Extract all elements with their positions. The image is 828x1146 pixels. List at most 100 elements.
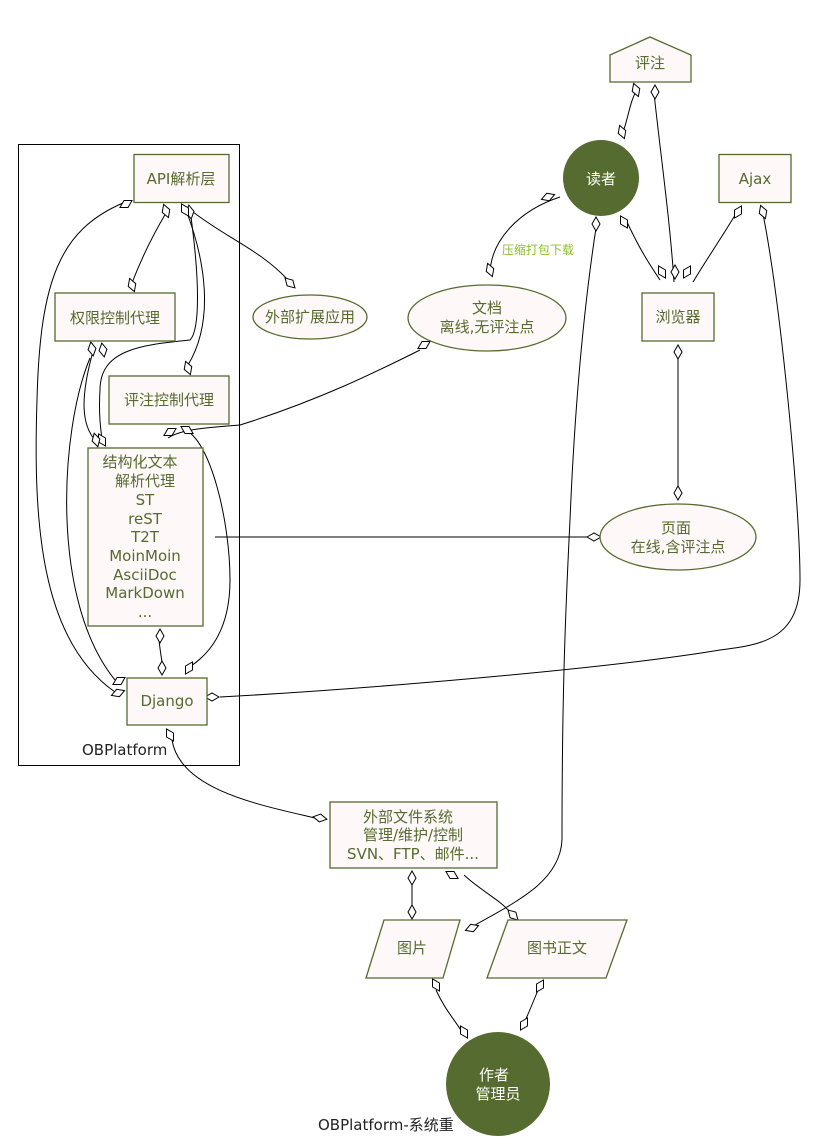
aggregation-diamond-icon <box>617 124 627 140</box>
node-book-label: 图书正文 <box>527 939 587 957</box>
aggregation-diamond-icon <box>407 869 417 887</box>
edge-api-parser <box>98 209 198 441</box>
aggregation-diamond-icon <box>87 341 97 357</box>
edge-comment-django <box>184 429 231 669</box>
node-ext-app[interactable]: 外部扩展应用 <box>252 294 368 340</box>
aggregation-diamond-icon <box>464 923 480 933</box>
edge-reader-image <box>474 227 597 926</box>
node-page-label-1: 页面 <box>661 519 691 537</box>
node-browser[interactable]: 浏览器 <box>641 292 715 342</box>
node-ajax[interactable]: Ajax <box>718 153 792 204</box>
aggregation-diamond-icon <box>535 979 545 993</box>
node-browser-label: 浏览器 <box>655 308 700 326</box>
node-image[interactable]: 图片 <box>365 919 461 979</box>
aggregation-diamond-icon <box>110 688 126 698</box>
aggregation-diamond-icon <box>163 427 177 437</box>
aggregation-diamond-icon <box>112 676 126 686</box>
edge-reader-comment <box>621 89 638 136</box>
aggregation-diamond-icon <box>284 277 296 289</box>
node-author-label-2: 管理员 <box>475 1085 520 1103</box>
aggregation-diamond-icon <box>91 432 101 448</box>
aggregation-diamond-icon <box>157 659 167 677</box>
edge-perm-django <box>66 357 116 681</box>
node-comment-proxy[interactable]: 评注控制代理 <box>108 375 230 425</box>
aggregation-diamond-icon <box>619 215 629 229</box>
edge-api-extapp <box>192 211 289 281</box>
node-author-label-1: 作者 <box>479 1066 509 1084</box>
container-label: OBPlatform <box>82 741 167 759</box>
node-comment[interactable]: 评注 <box>609 36 692 83</box>
aggregation-diamond-icon <box>673 343 683 361</box>
node-ext-app-label: 外部扩展应用 <box>265 308 355 326</box>
aggregation-diamond-icon <box>445 870 459 880</box>
edge-api-django <box>35 202 124 693</box>
node-author[interactable]: 作者 管理员 <box>446 1032 550 1136</box>
edge-label-download: 压缩打包下载 <box>502 242 574 257</box>
node-comment-label: 评注 <box>635 54 665 72</box>
node-parser[interactable]: 结构化文本 解析代理 ST reST T2T MoinMoin AsciiDoc… <box>87 447 204 627</box>
aggregation-diamond-icon <box>180 425 194 435</box>
node-doc[interactable]: 文档 离线,无评注点 <box>407 284 567 352</box>
aggregation-diamond-icon <box>183 360 193 376</box>
aggregation-diamond-icon <box>485 262 495 278</box>
diagram-caption: OBPlatform-系统重 <box>318 1116 454 1134</box>
node-extfs-label-1: 外部文件系统 <box>363 808 453 826</box>
node-reader[interactable]: 读者 <box>563 140 639 216</box>
aggregation-diamond-icon <box>540 192 556 202</box>
node-api[interactable]: API解析层 <box>133 153 230 204</box>
edges <box>35 89 801 1033</box>
aggregation-diamond-icon <box>682 265 692 279</box>
edge-ajax-django <box>219 213 801 698</box>
edge-django-extfs <box>171 739 316 819</box>
node-book[interactable]: 图书正文 <box>486 919 628 979</box>
parser-line: reST <box>128 510 163 528</box>
aggregation-diamond-icon <box>119 199 133 209</box>
node-ajax-label: Ajax <box>739 170 772 188</box>
node-page-label-2: 在线,含评注点 <box>631 538 726 556</box>
aggregation-diamond-icon <box>165 728 175 742</box>
diamond-markers <box>87 82 768 1039</box>
node-api-label: API解析层 <box>147 170 216 188</box>
parser-line: 解析代理 <box>115 472 175 490</box>
aggregation-diamond-icon <box>407 903 417 921</box>
edge-reader-browser <box>626 221 661 281</box>
node-extfs-label-3: SVN、FTP、邮件... <box>347 845 479 863</box>
edge-perm-parser <box>83 354 96 441</box>
aggregation-diamond-icon <box>733 205 743 219</box>
node-doc-label-2: 离线,无评注点 <box>440 318 535 336</box>
node-django[interactable]: Django <box>126 677 208 726</box>
edge-api-comment-proxy <box>185 209 205 366</box>
aggregation-diamond-icon <box>519 1017 529 1031</box>
aggregation-diamond-icon <box>155 627 165 645</box>
parser-line: T2T <box>130 528 160 546</box>
aggregation-diamond-icon <box>312 813 328 823</box>
node-image-label: 图片 <box>397 939 427 957</box>
aggregation-diamond-icon <box>585 532 603 542</box>
aggregation-diamond-icon <box>631 82 641 98</box>
aggregation-diamond-icon <box>431 978 441 992</box>
node-comment-proxy-label: 评注控制代理 <box>124 391 214 409</box>
aggregation-diamond-icon <box>673 484 683 502</box>
parser-line: 结构化文本 <box>102 453 177 471</box>
edge-reader-doc <box>489 196 561 276</box>
aggregation-diamond-icon <box>459 1025 469 1039</box>
parser-line: AsciiDoc <box>113 566 177 584</box>
parser-line: ... <box>138 603 152 621</box>
aggregation-diamond-icon <box>127 277 137 293</box>
node-extfs-label-2: 管理/维护/控制 <box>363 826 463 844</box>
obplatform-container <box>18 144 240 766</box>
node-reader-label: 读者 <box>586 170 616 188</box>
aggregation-diamond-icon <box>591 215 601 233</box>
aggregation-diamond-icon <box>650 83 660 101</box>
node-page[interactable]: 页面 在线,含评注点 <box>599 503 757 571</box>
node-perm-label: 权限控制代理 <box>70 309 160 327</box>
edge-api-perm <box>131 212 167 284</box>
aggregation-diamond-icon <box>98 342 108 358</box>
node-doc-label-1: 文档 <box>472 299 502 317</box>
node-perm[interactable]: 权限控制代理 <box>54 292 176 342</box>
edge-image-author <box>435 989 463 1033</box>
aggregation-diamond-icon <box>184 661 194 675</box>
edge-ajax-browser <box>692 211 738 283</box>
node-extfs[interactable]: 外部文件系统 管理/维护/控制 SVN、FTP、邮件... <box>329 801 498 869</box>
aggregation-diamond-icon <box>758 204 768 220</box>
